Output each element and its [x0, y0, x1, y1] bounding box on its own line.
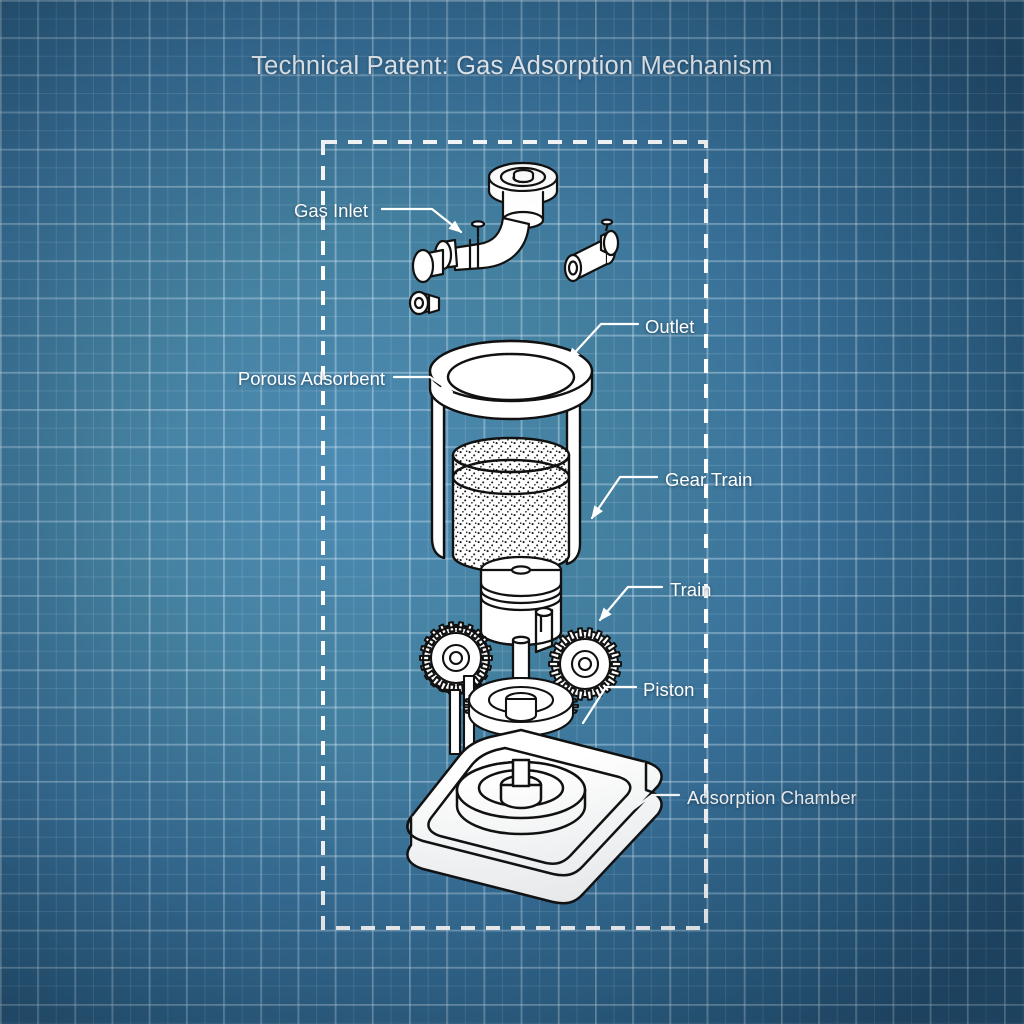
callout-label-porous-adsorbent: Porous Adsorbent — [237, 368, 385, 389]
part-gear-center — [463, 676, 579, 738]
dashed-patent-border — [321, 140, 708, 930]
callout-label-outlet: Outlet — [645, 316, 695, 337]
part-gear-left — [419, 621, 493, 695]
leader-line-outlet — [566, 322, 640, 362]
part-chamber-base — [406, 728, 663, 905]
callout-label-gear-train: Gear Train — [665, 469, 753, 490]
callout-label-adsorption-chamber: Adsorption Chamber — [687, 787, 857, 808]
leader-line-gear-train — [590, 475, 659, 520]
page-title: Technical Patent: Gas Adsorption Mechani… — [251, 52, 773, 80]
leader-line-train — [598, 585, 664, 622]
part-outlet-housing — [428, 339, 594, 566]
leader-line-porous-adsorbent — [392, 375, 454, 394]
part-small-bolt — [408, 290, 441, 316]
callout-label-gas-inlet: Gas Inlet — [293, 200, 368, 221]
part-inlet-valve-elbow — [411, 161, 559, 284]
callout-label-train: Train — [670, 579, 712, 600]
callout-leader-lines — [380, 207, 681, 812]
leader-line-adsorption-chamber — [630, 793, 681, 812]
leader-line-gas-inlet — [380, 207, 463, 234]
part-adsorbent-cartridge — [451, 436, 571, 574]
part-pipe-nipple — [563, 218, 620, 283]
leader-line-piston — [581, 685, 638, 725]
callout-label-piston: Piston — [643, 679, 695, 700]
part-piston — [479, 555, 563, 654]
